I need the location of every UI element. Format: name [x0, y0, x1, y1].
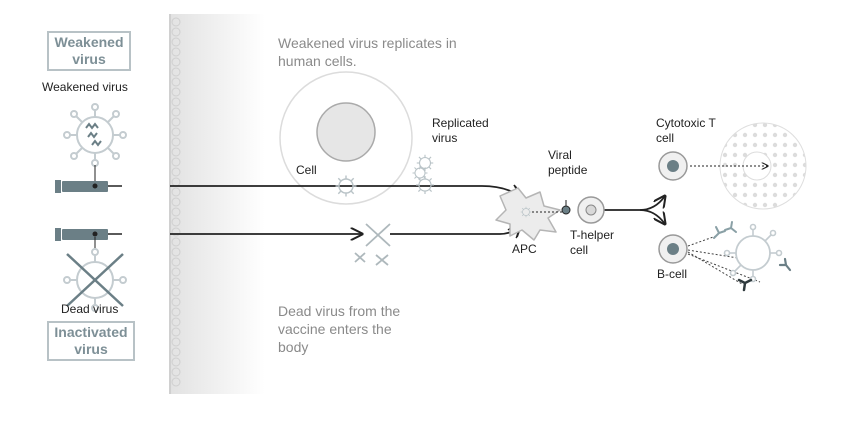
viral-peptide-icon: [561, 200, 571, 215]
apc-label: APC: [512, 242, 537, 256]
syringe-dead-icon: [55, 228, 122, 241]
host-cell: [279, 71, 413, 205]
dead-virus-caption: Dead virus: [61, 302, 119, 316]
antibody-icon: [713, 221, 792, 292]
skin-layer: [169, 14, 265, 394]
antibody-lines: [687, 235, 761, 285]
target-virus-icon: [723, 223, 783, 283]
weakened-virus-box: Weakened virus: [47, 31, 131, 71]
b-cell-label: B-cell: [657, 267, 688, 281]
dead-virus-note: Dead virus from the vaccine enters the b…: [278, 303, 401, 355]
inactivated-virus-icon: [354, 223, 391, 266]
replicated-virus-icon: [412, 154, 435, 195]
t-helper-label: T-helper cell: [570, 228, 615, 257]
replicated-virus-label: Replicated virus: [432, 116, 489, 145]
weakened-virus-icon: [63, 103, 127, 167]
b-cell: [658, 234, 688, 264]
cytotoxic-label: Cytotoxic T cell: [656, 116, 716, 145]
inactivated-virus-box: Inactivated virus: [47, 321, 135, 361]
t-helper-cell: [577, 196, 605, 224]
replicates-note: Weakened virus replicates in human cells…: [278, 35, 457, 69]
dead-virus-icon: [63, 248, 127, 312]
apc-cell: [495, 187, 566, 241]
cytotoxic-t-cell: [658, 151, 688, 181]
viral-peptide-label: Viral peptide: [548, 148, 588, 177]
syringe-weakened-icon: [55, 180, 122, 193]
cell-label: Cell: [296, 163, 317, 177]
weakened-virus-caption: Weakened virus: [42, 80, 128, 94]
